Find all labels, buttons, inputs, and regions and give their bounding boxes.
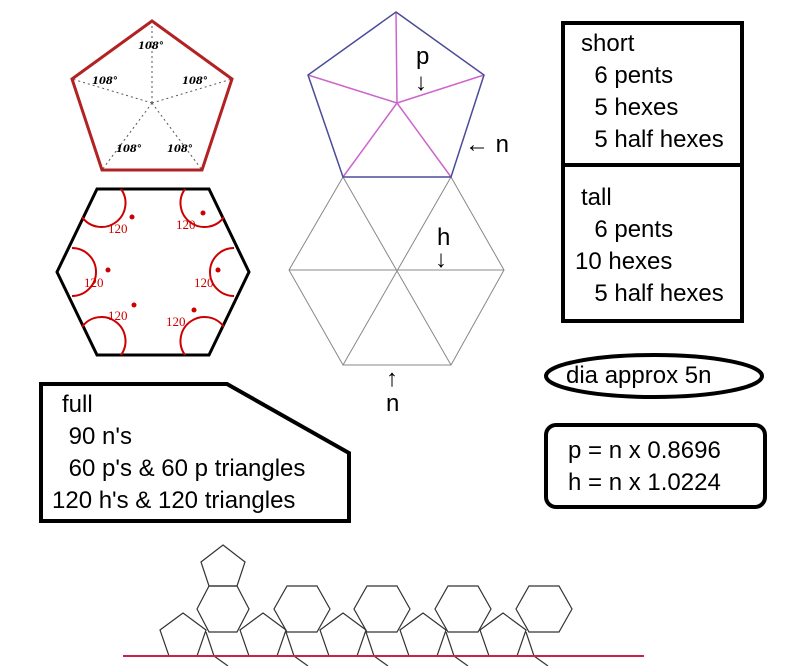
full-box-outline (39, 382, 351, 523)
full-line: 60 p's & 60 p triangles (62, 455, 306, 482)
pentagon-angle-label: 108° (92, 76, 118, 87)
pentagon-hexagon-net (288, 11, 505, 366)
strip-pentagon (200, 544, 246, 587)
strip-pentagon (399, 612, 447, 657)
pentagon-spokes (71, 21, 233, 171)
pentagon-angle-diagram: 108° 108° 108° 108° 108° (70, 19, 234, 172)
strip-hexagon (273, 585, 331, 633)
hexagon-outline (55, 187, 251, 357)
tall-line: 5 half hexes (581, 280, 724, 307)
pentagon-cap-outline (307, 11, 485, 178)
tall-title: tall (581, 184, 612, 211)
pentagon-outline (70, 19, 234, 172)
strip-pentagon (239, 612, 287, 657)
hexagon-angle-label: 120 (166, 314, 186, 329)
short-box: short 6 pents 5 hexes 5 half hexes (561, 21, 744, 167)
short-title: short (581, 30, 635, 57)
formula-p: p = n x 0.8696 (568, 437, 721, 464)
hexagon-angle-label: 120 (108, 221, 128, 236)
hexagon-angle-arcs (71, 188, 235, 356)
full-line: 90 n's (62, 423, 132, 450)
strip-pentagon (479, 612, 527, 657)
pentagon-angle-label: 108° (116, 144, 142, 155)
strip-hexagon (353, 585, 411, 633)
pentagon-angle-label: 108° (138, 41, 164, 52)
short-line: 6 pents (581, 62, 674, 89)
strip-diagram (123, 544, 644, 666)
strip-lower-hex-edges (285, 631, 309, 666)
short-line: 5 hexes (581, 94, 679, 121)
diameter-ellipse (544, 353, 764, 399)
arrow-up-icon: ↑ (386, 365, 398, 392)
label-n-bottom: n (386, 390, 400, 417)
hexagon-angle-label: 120 (108, 308, 128, 323)
hexagon-triangles (288, 176, 505, 366)
strip-pentagon (319, 612, 367, 657)
tall-line: 6 pents (581, 216, 674, 243)
strip-lower-hex-edges (365, 631, 389, 666)
hexagon-angle-label: 120 (194, 275, 214, 290)
hexagon-angle-diagram: 120 120 120 120 120 120 (55, 187, 251, 357)
hexagon-angle-label: 120 (84, 275, 104, 290)
pentagon-angle-label: 108° (182, 76, 208, 87)
label-h: h (437, 224, 451, 251)
short-line: 5 half hexes (581, 126, 724, 153)
diameter-note: dia approx 5n (566, 362, 712, 389)
strip-hexagon (196, 585, 250, 633)
full-title: full (62, 391, 93, 418)
arrow-down-icon: ↓ (435, 246, 447, 273)
pentagon-inner-lines (307, 11, 485, 178)
formula-box: p = n x 0.8696 h = n x 1.0224 (544, 423, 767, 509)
full-line: 120 h's & 120 triangles (52, 487, 296, 514)
strip-hexagon (434, 585, 492, 633)
formula-h: h = n x 1.0224 (568, 469, 721, 496)
label-p: p (416, 43, 430, 70)
hexagon-angle-label: 120 (176, 217, 196, 232)
strip-lower-hex-edges (205, 631, 229, 666)
label-n-right: ← n (465, 131, 510, 158)
pentagon-angle-label: 108° (167, 144, 193, 155)
tall-box: tall 6 pents 10 hexes 5 half hexes (561, 163, 744, 323)
strip-lower-hex-edges (445, 631, 469, 666)
strip-pentagon (159, 612, 207, 657)
strip-hexagon (515, 585, 573, 633)
hexagon-angle-dots (105, 210, 221, 313)
tall-line: 10 hexes (575, 248, 673, 275)
arrow-down-icon: ↓ (415, 69, 427, 96)
strip-lower-hex-edges (525, 631, 549, 666)
